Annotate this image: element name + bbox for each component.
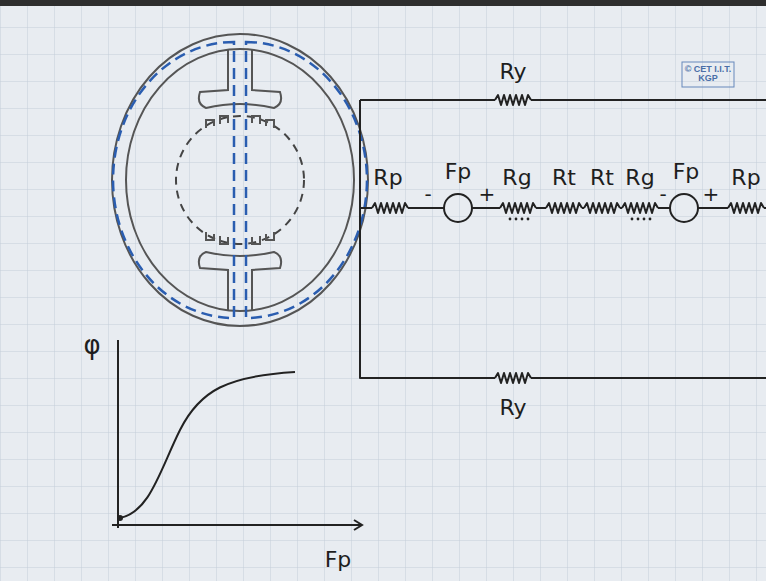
- yoke-inner: [126, 49, 354, 311]
- mmf-source: [444, 194, 472, 222]
- reluctance-label: Rt: [552, 166, 576, 189]
- resistor-symbol: [372, 203, 408, 213]
- flux-loop-right: [246, 42, 367, 318]
- polarity-sign: -: [424, 184, 431, 205]
- origin-point: [118, 516, 122, 520]
- reluctance-label: Rp: [373, 166, 402, 189]
- magnetization-curve: [120, 372, 295, 518]
- circuit: [360, 95, 766, 383]
- polarity-sign: +: [479, 184, 496, 205]
- mmf-label: Fp: [673, 160, 700, 183]
- air-gap-dots: [509, 218, 652, 221]
- mmf-label: Fp: [445, 160, 472, 183]
- wire: [360, 100, 766, 378]
- flux-paths: [113, 42, 367, 318]
- resistor-symbol: [495, 373, 531, 383]
- graph: [112, 340, 362, 530]
- top-edge: [0, 0, 766, 6]
- resistor-symbol: [584, 203, 620, 213]
- resistor-symbol: [728, 203, 764, 213]
- watermark-box: [682, 62, 734, 87]
- axis-label: φ: [83, 332, 100, 359]
- axis: [117, 340, 119, 528]
- machine-drawing: [112, 34, 368, 326]
- watermark: © CET I.I.T. KGP: [684, 65, 732, 84]
- rotor-teeth-top: [206, 116, 274, 128]
- reluctance-label: Rg: [502, 166, 531, 189]
- polarity-sign: +: [703, 184, 720, 205]
- resistor-symbol: [500, 203, 536, 213]
- top-pole: [199, 50, 281, 108]
- polarity-sign: -: [659, 184, 666, 205]
- reluctance-label: Ry: [499, 396, 526, 419]
- resistor-symbol: [622, 203, 658, 213]
- resistor-symbol: [495, 95, 531, 105]
- axis-label: Fp: [325, 548, 352, 571]
- reluctance-label: Rp: [731, 166, 760, 189]
- axis: [112, 520, 362, 530]
- reluctance-label: Rt: [590, 166, 614, 189]
- rotor-teeth-bottom: [206, 232, 274, 244]
- rotor: [176, 116, 304, 244]
- reluctance-label: Ry: [499, 60, 526, 83]
- resistor-symbol: [546, 203, 582, 213]
- bottom-pole: [199, 252, 281, 310]
- reluctance-label: Rg: [625, 166, 654, 189]
- flux-loop-left: [113, 42, 234, 318]
- mmf-source: [670, 194, 698, 222]
- yoke-outer: [112, 34, 368, 326]
